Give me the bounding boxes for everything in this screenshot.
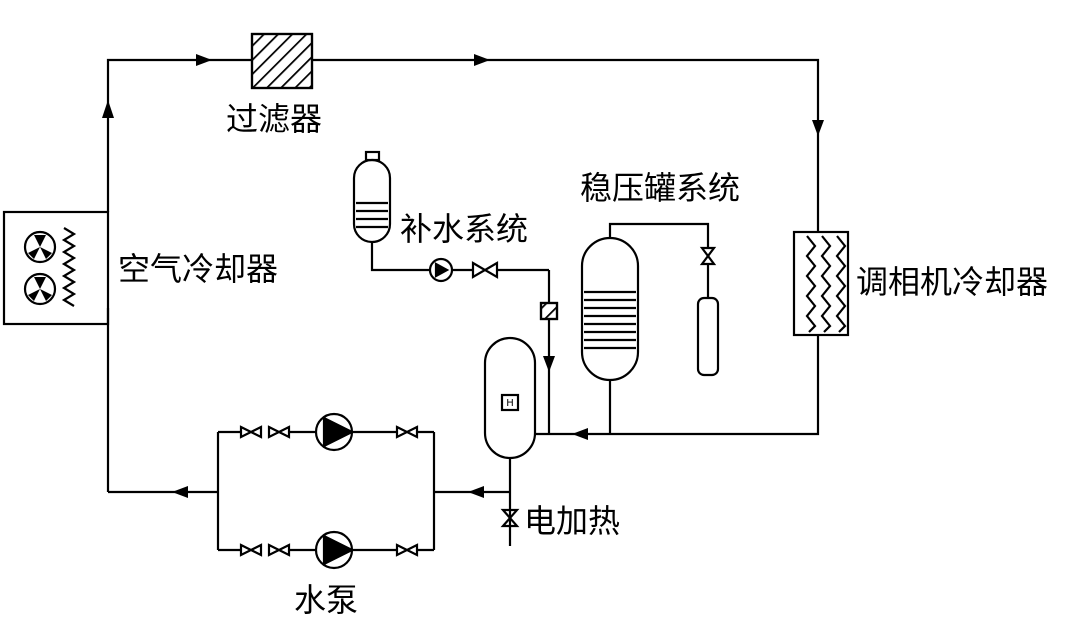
- valve-icon: [267, 543, 291, 557]
- filter: [250, 32, 314, 90]
- electric-heater-label: 电加热: [524, 502, 621, 540]
- valve-icon: [500, 508, 520, 528]
- condenser-cooler-label: 调相机冷却器: [856, 263, 1049, 301]
- fan-icon: [23, 230, 57, 264]
- strainer-icon: [539, 301, 559, 321]
- water-pump-label: 水泵: [294, 581, 359, 619]
- water-pump-group: [216, 412, 436, 570]
- pump-icon: [314, 530, 355, 570]
- main-loop-pipe: [106, 58, 820, 546]
- air-cooler-label: 空气冷却器: [118, 250, 279, 288]
- valve-icon: [395, 425, 419, 439]
- pump-icon: [314, 412, 355, 452]
- gas-cylinder-icon: [696, 296, 720, 377]
- pressure-tank-label: 稳压罐系统: [580, 169, 741, 207]
- valve-icon: [239, 425, 263, 439]
- valve-icon: [267, 425, 291, 439]
- flow-arrows: [102, 54, 824, 498]
- filter-label: 过滤器: [226, 100, 323, 138]
- air-cooler: [2, 210, 110, 326]
- makeup-water-label: 补水系统: [400, 210, 529, 248]
- condenser-cooler: [792, 230, 850, 337]
- makeup-water-system: [352, 150, 559, 434]
- valve-icon: [471, 261, 499, 279]
- heater-mark: H: [506, 398, 514, 409]
- valve-icon: [239, 543, 263, 557]
- fan-icon: [23, 272, 57, 306]
- pressure-tank-system: [580, 222, 720, 434]
- heater-vessel: [483, 336, 537, 528]
- valve-icon: [699, 246, 717, 266]
- makeup-pump-icon: [428, 257, 454, 283]
- valve-icon: [395, 543, 419, 557]
